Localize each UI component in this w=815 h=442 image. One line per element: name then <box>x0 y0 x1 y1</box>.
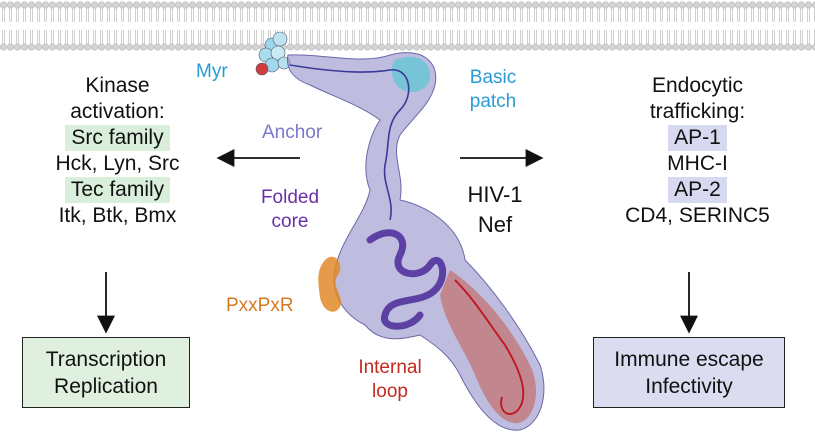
internal-loop-label: Internal loop <box>345 356 435 404</box>
myr-label: Myr <box>196 61 228 82</box>
anchor-label: Anchor <box>262 122 323 143</box>
ap1-label: AP-1 <box>668 125 727 151</box>
folded-core-label: Folded core <box>250 186 330 234</box>
basic-patch-label: Basic patch <box>453 66 533 114</box>
right-outcome-box: Immune escape Infectivity <box>593 337 785 408</box>
kinase-heading-line1: Kinase <box>85 74 150 97</box>
internal-text: Internal <box>358 357 422 378</box>
src-family-label: Src family <box>65 125 170 151</box>
transcription-label: Transcription <box>45 347 167 371</box>
lipid-membrane <box>0 0 815 52</box>
loop-text: loop <box>372 381 408 402</box>
internal-loop-surface <box>440 270 537 424</box>
pxxpxr-motif <box>318 256 342 312</box>
folded-text: Folded <box>260 187 320 208</box>
folded-core-backbone <box>366 229 447 330</box>
tec-family-label: Tec family <box>64 177 171 203</box>
core-text: core <box>271 211 309 232</box>
mhc-label: MHC-I <box>667 152 728 175</box>
patch-text: patch <box>469 91 517 112</box>
trafficking-heading-line2: trafficking: <box>649 100 746 123</box>
kinase-activation-panel: Kinase activation: Src family Hck, Lyn, … <box>20 73 215 229</box>
anchor-backbone <box>289 64 410 221</box>
src-family-members: Hck, Lyn, Src <box>55 152 180 175</box>
trafficking-heading-line1: Endocytic <box>651 74 744 97</box>
replication-label: Replication <box>54 374 158 398</box>
infectivity-label: Infectivity <box>645 374 733 398</box>
cd4-serinc5-label: CD4, SERINC5 <box>625 204 770 227</box>
basic-patch-surface <box>391 56 431 93</box>
tec-family-members: Itk, Btk, Bmx <box>58 204 177 227</box>
nef-protein-structure <box>255 31 545 431</box>
kinase-heading-line2: activation: <box>70 100 165 123</box>
hiv1-text: HIV-1 <box>467 182 523 207</box>
left-outcome-box: Transcription Replication <box>22 337 190 408</box>
nef-text: Nef <box>477 212 513 237</box>
immune-escape-label: Immune escape <box>614 347 764 371</box>
basic-text: Basic <box>469 67 517 88</box>
hiv-nef-label: HIV-1 Nef <box>455 180 535 240</box>
endocytic-trafficking-panel: Endocytic trafficking: AP-1 MHC-I AP-2 C… <box>590 73 805 229</box>
ap2-label: AP-2 <box>668 177 727 203</box>
pxxpxr-label: PxxPxR <box>226 295 294 316</box>
internal-loop-backbone <box>454 279 525 415</box>
